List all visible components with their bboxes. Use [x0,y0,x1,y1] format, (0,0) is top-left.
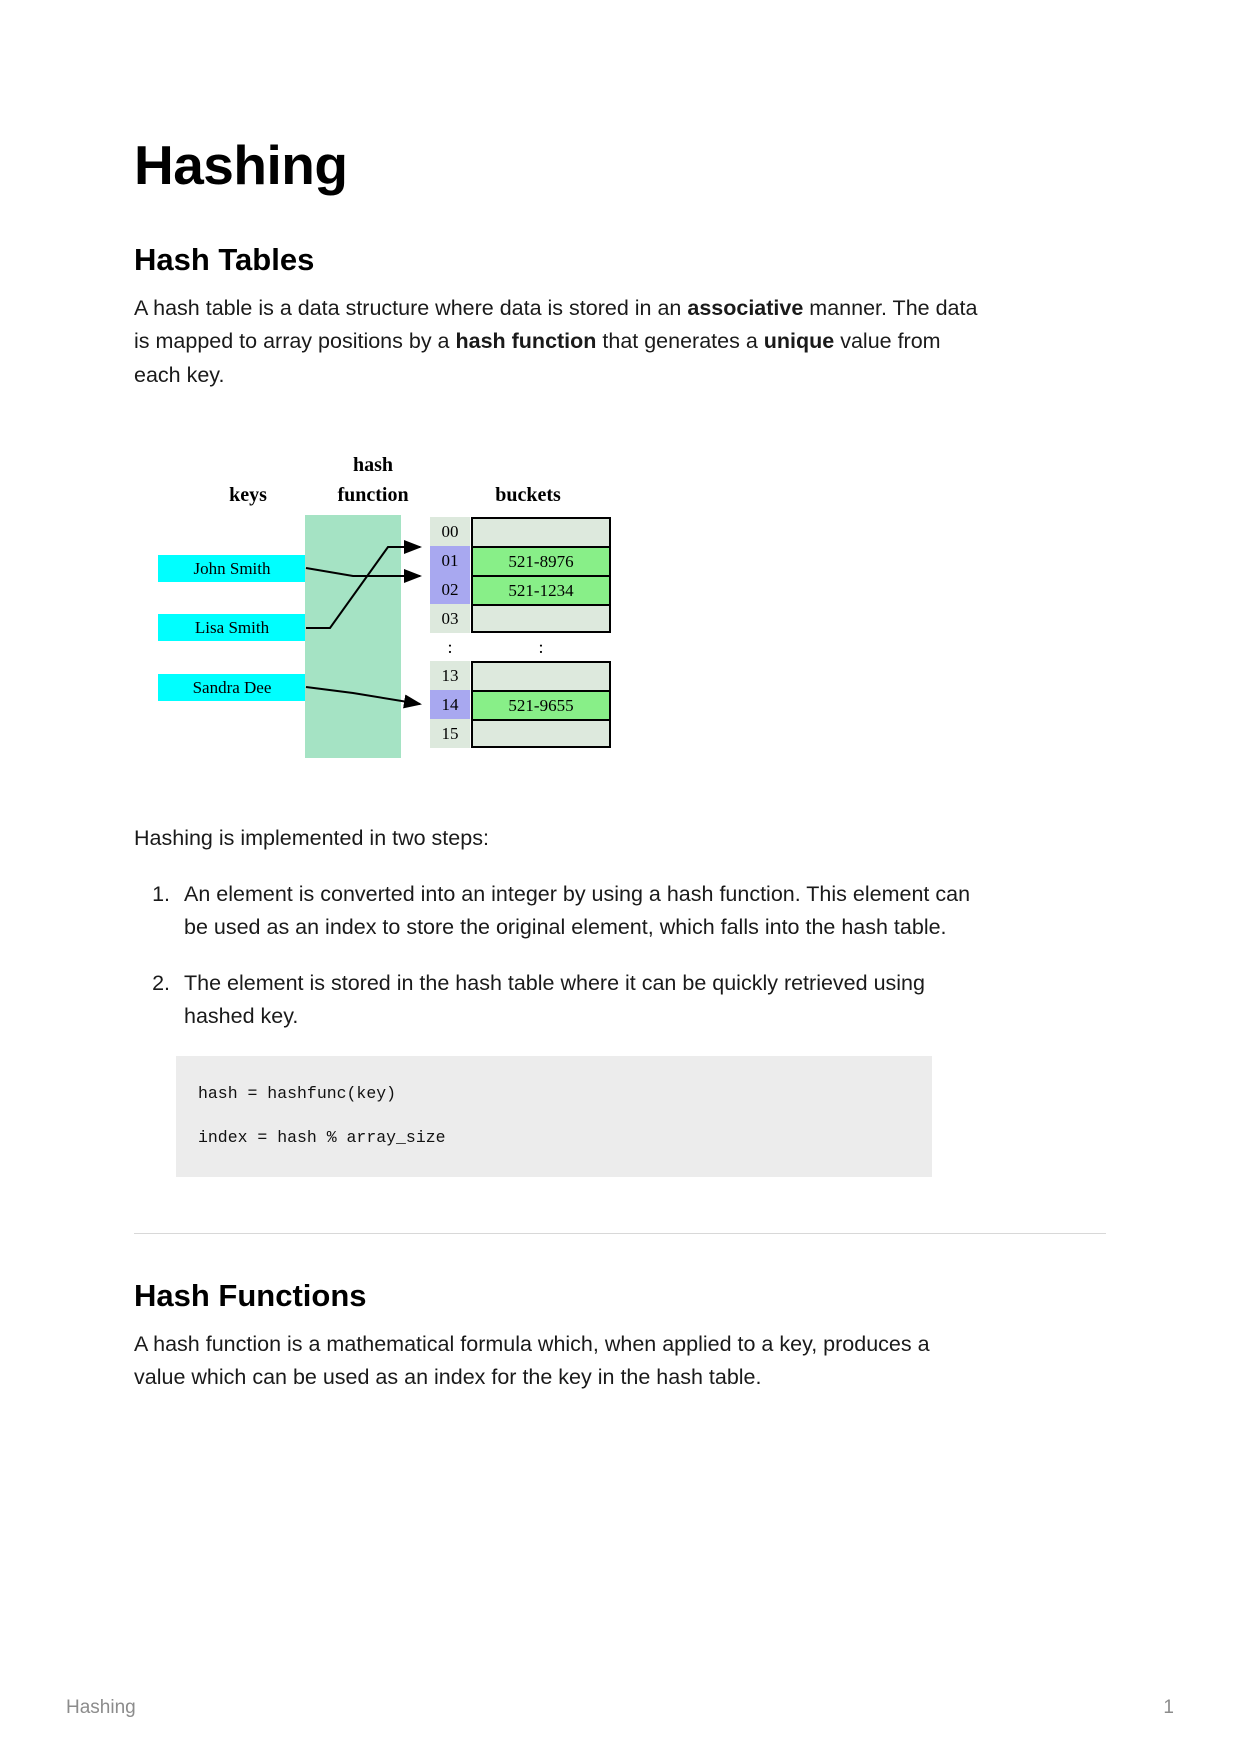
key-box-john-smith: John Smith [158,555,306,583]
bucket-index-cell: 01 [430,546,470,576]
list-item: The element is stored in the hash table … [176,967,984,1034]
intro-text-1: A hash table is a data structure where d… [134,295,688,320]
key-box-sandra-dee: Sandra Dee [158,674,306,702]
diagram-label-hash-line1: hash [352,454,394,477]
hash-table-diagram: keys hash function buckets John Smith Li… [148,440,611,770]
bucket-value-column: 521-8976 521-1234 : 521-9655 [471,517,611,749]
bucket-index-cell: 15 [430,719,470,749]
bucket-index-cell: 00 [430,517,470,547]
hash-tables-intro-paragraph: A hash table is a data structure where d… [134,278,979,393]
key-box-lisa-smith: Lisa Smith [158,614,306,642]
bucket-cell [471,604,611,634]
page-footer: Hashing 1 [0,1662,1240,1754]
bucket-index-ellipsis: : [447,636,453,657]
diagram-label-keys: keys [229,484,267,507]
hashing-steps-list: An element is converted into an integer … [134,856,1106,1034]
code-line: hash = hashfunc(key) [198,1083,397,1103]
intro-text-3: that generates a [596,329,764,354]
section-heading-hash-functions: Hash Functions [134,1277,367,1313]
code-line: index = hash % array_size [198,1128,446,1148]
intro-text-4: value from each key. [134,329,941,387]
bucket-index-cell: 02 [430,575,470,605]
bucket-cell [471,719,611,749]
bucket-cell: 521-9655 [471,690,611,720]
bucket-cell: 521-8976 [471,546,611,576]
section-heading-hash-tables: Hash Tables [134,241,315,277]
intro-bold-unique: unique [763,329,835,354]
section-divider [134,1232,1106,1234]
bucket-index-cell: 14 [430,690,470,720]
hash-functions-paragraph: A hash function is a mathematical formul… [134,1331,930,1390]
bucket-index-column: 00 01 02 03 : 13 14 15 [430,517,470,749]
footer-document-name: Hashing [66,1697,136,1718]
diagram-label-buckets: buckets [495,484,561,507]
bucket-cell [471,661,611,691]
diagram-arrows [305,540,422,709]
hash-function-box [305,515,401,759]
list-item: An element is converted into an integer … [176,878,984,945]
arrow-sandra-dee [305,686,422,709]
arrow-lisa-smith [306,540,422,630]
diagram-label-hash-line2: function [337,484,409,507]
bucket-index-cell: 03 [430,604,470,634]
bucket-cell: 521-1234 [471,575,611,605]
footer-page-number: 1 [1163,1697,1174,1718]
arrow-john-smith [305,567,422,584]
code-block: hash = hashfunc(key) index = hash % arra… [176,1055,932,1177]
intro-bold-hash-function: hash function [455,329,597,354]
bucket-index-cell: 13 [430,661,470,691]
bucket-value-ellipsis: : [538,636,544,657]
bucket-cell [471,517,611,547]
intro-text-2: manner. The data is mapped to array posi… [134,295,978,354]
key-label: Lisa Smith [194,617,270,637]
key-label: John Smith [193,558,271,578]
key-label: Sandra Dee [192,677,272,697]
page-title: Hashing [134,134,348,196]
steps-lead-text: Hashing is implemented in two steps: [134,826,489,851]
intro-bold-associative: associative [687,295,804,320]
